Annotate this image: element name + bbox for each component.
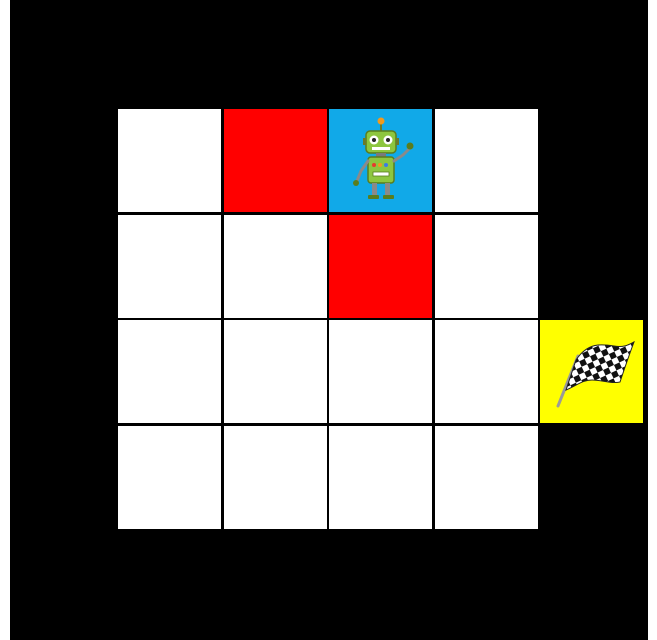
grid-cell-goal-r3c5 <box>540 320 643 423</box>
grid-cell-obstacle-r1c2 <box>224 109 327 212</box>
game-board <box>10 0 648 640</box>
grid-cell-empty-r1c1 <box>118 109 221 212</box>
grid-cell-empty-r2c1 <box>118 215 221 318</box>
grid-cell-empty-r4c1 <box>118 426 221 529</box>
grid-cell-empty-r4c4 <box>435 426 538 529</box>
grid-cell-obstacle-r2c3 <box>329 215 432 318</box>
grid-cell-empty-r4c2 <box>224 426 327 529</box>
grid-cell-empty-r3c4 <box>435 320 538 423</box>
grid-cell-empty-r2c2 <box>224 215 327 318</box>
grid-cell-empty-r4c3 <box>329 426 432 529</box>
grid-cell-empty-r3c1 <box>118 320 221 423</box>
grid-cell-empty-r2c4 <box>435 215 538 318</box>
robot-icon <box>329 109 432 212</box>
grid-cell-empty-r3c3 <box>329 320 432 423</box>
grid-cell-empty-r3c2 <box>224 320 327 423</box>
checkered-flag-icon <box>540 320 643 423</box>
grid-cell-empty-r1c4 <box>435 109 538 212</box>
grid-cell-robot-r1c3 <box>329 109 432 212</box>
